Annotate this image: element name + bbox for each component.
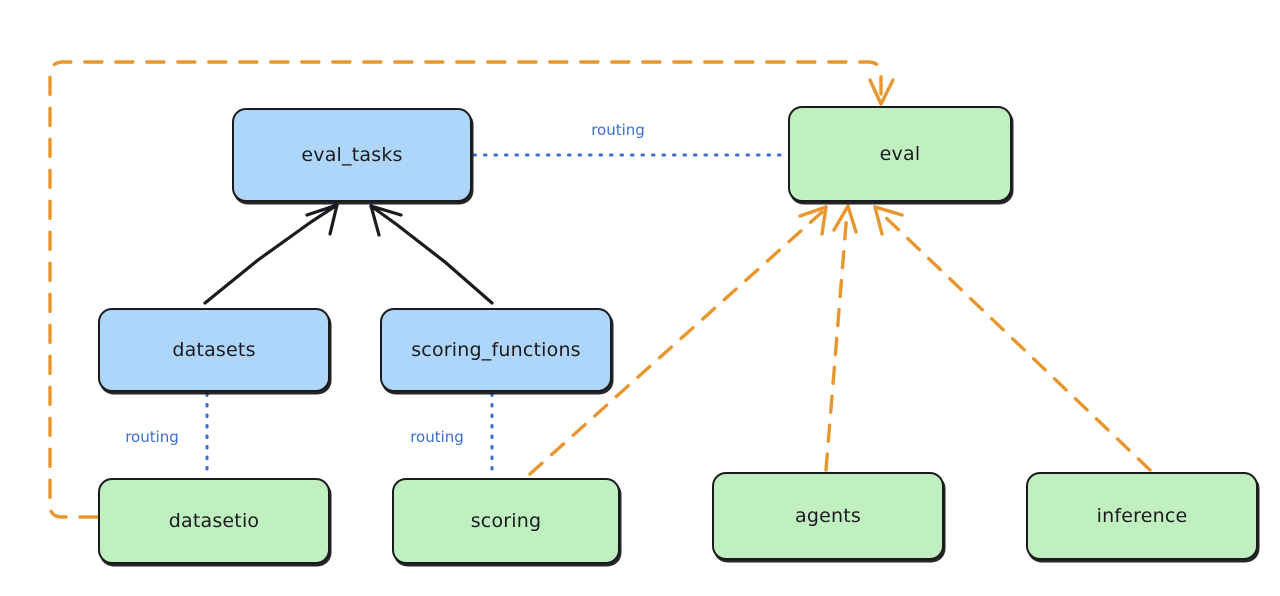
node-scoring-functions[interactable]: scoring_functions	[380, 308, 612, 392]
node-datasetio[interactable]: datasetio	[98, 478, 330, 564]
node-label: scoring	[470, 510, 542, 532]
node-agents[interactable]: agents	[712, 472, 944, 560]
node-label: inference	[1096, 505, 1188, 527]
node-eval-tasks[interactable]: eval_tasks	[232, 108, 472, 202]
edge-inference-to-eval	[873, 205, 1152, 472]
node-label: datasets	[172, 339, 256, 361]
node-scoring[interactable]: scoring	[392, 478, 620, 564]
node-label: scoring_functions	[411, 339, 581, 361]
edge-scoring-to-eval	[528, 205, 828, 476]
edge-label-routing-eval-tasks-eval: routing	[591, 121, 645, 139]
edge-datasets-to-eval_tasks	[203, 203, 339, 305]
edge-datasetio-to-eval	[48, 60, 895, 519]
node-inference[interactable]: inference	[1026, 472, 1258, 560]
node-datasets[interactable]: datasets	[98, 308, 330, 392]
node-label: eval_tasks	[301, 144, 403, 166]
edge-label-routing-datasets-datasetio: routing	[125, 428, 179, 446]
edge-agents-to-eval	[824, 204, 858, 472]
node-label: datasetio	[168, 510, 260, 532]
edge-label-routing-scoring-functions-scoring: routing	[410, 428, 464, 446]
node-label: agents	[795, 505, 861, 527]
node-label: eval	[879, 143, 921, 165]
edge-scoring_functions-to-eval_tasks	[369, 204, 494, 305]
node-eval[interactable]: eval	[788, 106, 1012, 202]
